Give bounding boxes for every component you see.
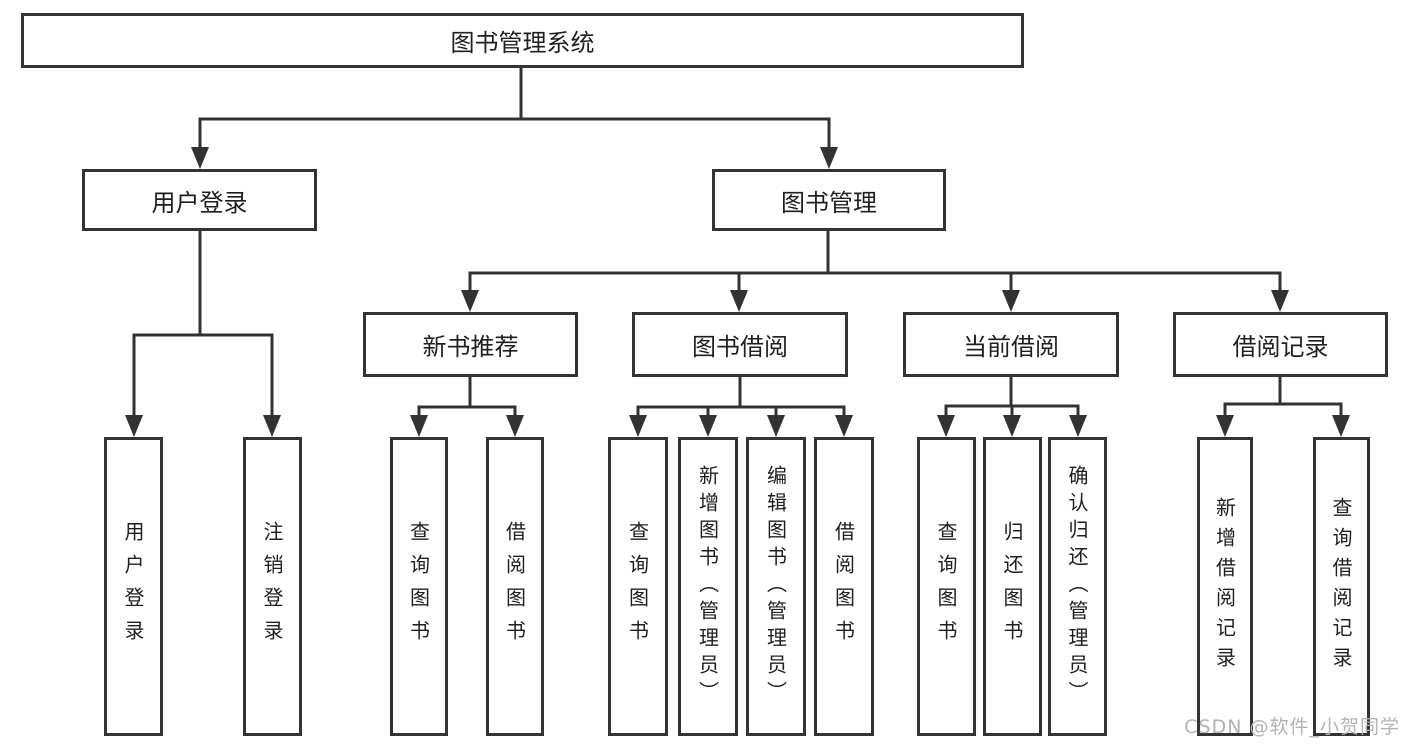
leaf-user-login: 用户登录 bbox=[104, 437, 163, 736]
csdn-watermark: CSDN @软件_小贺同学 bbox=[1184, 716, 1400, 738]
leaf-newbook-query-books: 查询图书 bbox=[390, 437, 448, 736]
leaf-borrow-edit-books-admin: 编辑图书（管理员） bbox=[746, 437, 806, 736]
leaf-current-confirm-return-admin: 确认归还（管理员） bbox=[1048, 437, 1107, 736]
leaf-logout: 注销登录 bbox=[243, 437, 302, 736]
node-user-login: 用户登录 bbox=[82, 169, 317, 231]
leaf-newbook-borrow-books: 借阅图书 bbox=[486, 437, 544, 736]
leaf-borrow-borrow-books: 借阅图书 bbox=[814, 437, 874, 736]
node-new-book-recommendation: 新书推荐 bbox=[363, 312, 578, 377]
leaf-borrow-add-books-admin: 新增图书（管理员） bbox=[678, 437, 738, 736]
node-book-management: 图书管理 bbox=[712, 169, 946, 231]
leaf-current-return-books: 归还图书 bbox=[983, 437, 1042, 736]
leaf-records-add-record: 新增借阅记录 bbox=[1197, 437, 1253, 736]
leaf-borrow-query-books: 查询图书 bbox=[608, 437, 668, 736]
node-current-borrowing: 当前借阅 bbox=[903, 312, 1119, 377]
node-borrowing-records: 借阅记录 bbox=[1173, 312, 1388, 377]
node-library-management-system: 图书管理系统 bbox=[21, 13, 1024, 68]
node-book-borrowing: 图书借阅 bbox=[632, 312, 848, 377]
leaf-current-query-books: 查询图书 bbox=[917, 437, 976, 736]
leaf-records-query-record: 查询借阅记录 bbox=[1313, 437, 1370, 736]
